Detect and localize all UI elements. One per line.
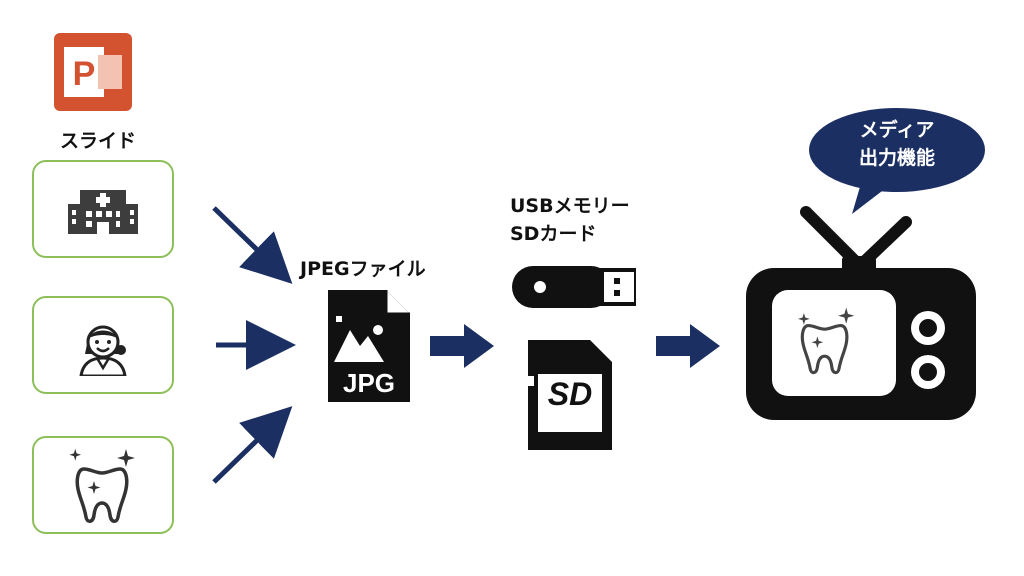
usb-label: USBメモリー <box>510 195 630 217</box>
tv-antenna-left <box>800 206 862 268</box>
hospital-building-icon <box>68 190 138 234</box>
slide-label: スライド <box>60 130 137 152</box>
svg-text:P: P <box>73 55 96 93</box>
nurse-person-icon <box>79 325 127 376</box>
jpg-badge-text: JPG <box>342 368 396 398</box>
sd-card-icon <box>528 340 612 450</box>
arrow-tooth-to-jpg <box>212 406 293 484</box>
sd-card-label: SDカード <box>510 223 597 245</box>
usb-stick-icon <box>512 266 636 308</box>
arrow-jpg-to-media <box>430 324 494 368</box>
television-icon <box>746 206 976 420</box>
bubble-line-2: 出力機能 <box>858 147 935 169</box>
sparkling-tooth-icon <box>69 448 135 523</box>
sd-card-text: SD <box>547 376 593 412</box>
hospital-card <box>32 160 174 258</box>
speech-bubble <box>809 108 985 214</box>
media-label: USBメモリー SDカード <box>510 192 630 248</box>
bubble-text: メディア 出力機能 <box>812 116 982 172</box>
jpg-file-icon <box>328 290 410 402</box>
arrow-hospital-to-jpg <box>212 206 293 284</box>
powerpoint-icon: P <box>54 33 132 111</box>
jpeg-file-label: JPEGファイル <box>300 258 426 280</box>
arrow-media-to-tv <box>656 324 720 368</box>
nurse-card <box>32 296 174 394</box>
tv-antenna-right <box>858 216 912 268</box>
tooth-card <box>32 436 174 534</box>
bubble-line-1: メディア <box>859 119 935 141</box>
